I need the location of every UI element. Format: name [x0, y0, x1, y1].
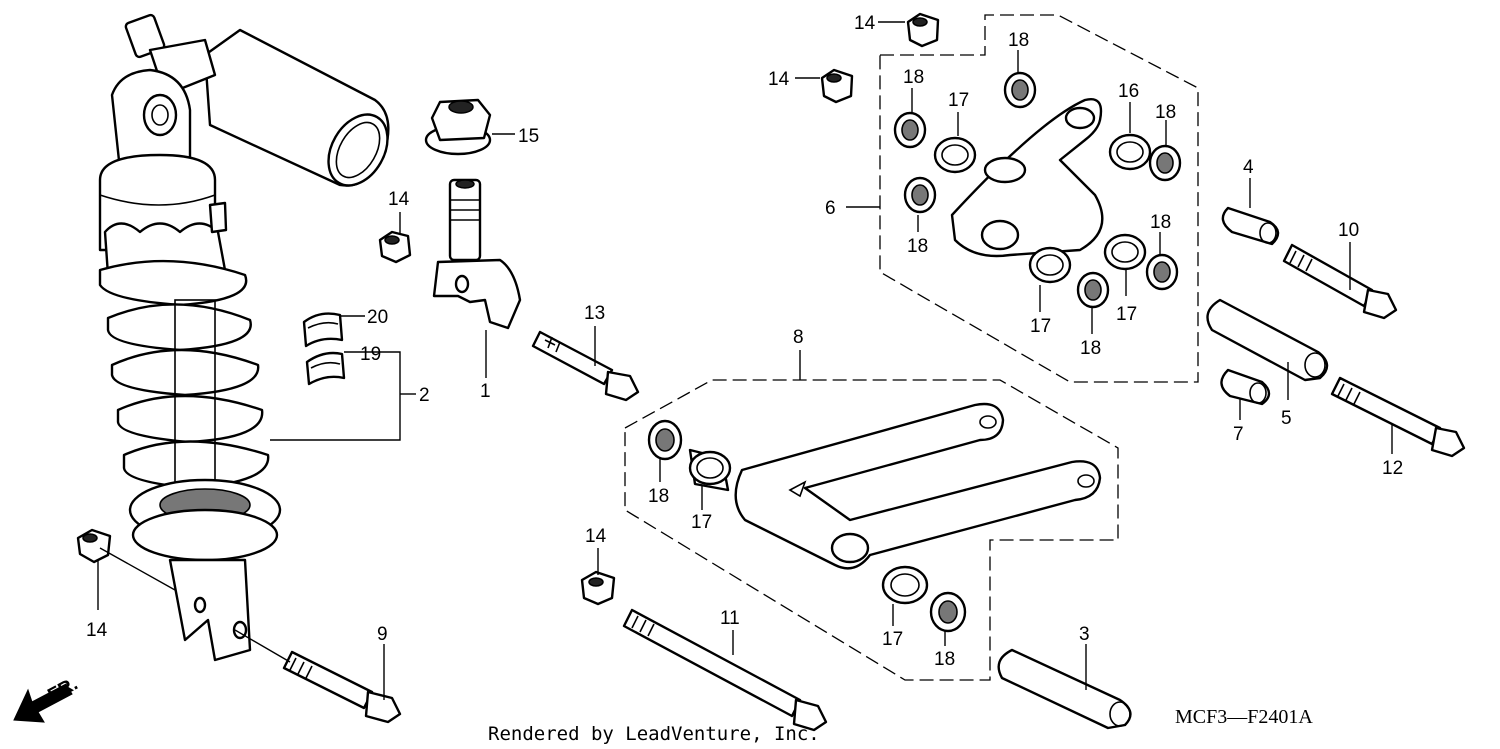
bolt-10[interactable]	[1282, 243, 1398, 320]
callout-14-left-lower: 14	[86, 620, 108, 641]
bolt-13[interactable]	[531, 330, 640, 402]
callout-18-upper-right: 18	[1155, 102, 1176, 123]
bearing-seal-18-b[interactable]	[929, 591, 967, 633]
collar-5[interactable]	[1206, 298, 1329, 382]
bearing-seal-18-h[interactable]	[1145, 253, 1179, 291]
callout-1: 1	[480, 381, 491, 402]
callout-16: 16	[1118, 81, 1139, 102]
callout-18-left: 18	[907, 236, 928, 257]
callout-6: 6	[825, 198, 836, 219]
cushion-arm-6[interactable]	[950, 98, 1104, 258]
callout-3: 3	[1079, 624, 1090, 645]
callout-12: 12	[1382, 458, 1403, 479]
connecting-rod-8[interactable]	[734, 402, 1102, 570]
callout-labels: 1 2 3 4 5 6 7 8 9 10 11 12 13 14 14 14 1…	[86, 13, 1403, 670]
callout-14-top: 14	[854, 13, 876, 34]
callout-20: 20	[367, 307, 388, 328]
callout-4: 4	[1243, 157, 1254, 178]
bearing-seal-18-g[interactable]	[1076, 271, 1110, 309]
callout-18-upper-left: 18	[903, 67, 924, 88]
callout-14-left-upper: 14	[388, 189, 410, 210]
needle-bearing-17-a[interactable]	[688, 448, 732, 492]
needle-bearing-17-b[interactable]	[881, 565, 929, 605]
nut-14-upper-middle[interactable]	[820, 68, 854, 104]
nut-14-top[interactable]	[906, 12, 940, 48]
nut-14-left-upper[interactable]	[378, 230, 412, 264]
callout-17-link-right: 17	[882, 629, 903, 650]
collar-4[interactable]	[1221, 206, 1280, 246]
callout-18-top: 18	[1008, 30, 1029, 51]
collar-19[interactable]	[305, 351, 346, 386]
collar-20[interactable]	[302, 312, 344, 348]
callout-11: 11	[720, 608, 740, 629]
leader-lines	[97, 21, 1393, 700]
collar-3[interactable]	[997, 648, 1132, 730]
callout-19: 19	[360, 344, 381, 365]
bearing-seal-18-d[interactable]	[893, 111, 927, 149]
callout-17-link-left: 17	[691, 512, 712, 533]
callout-13: 13	[584, 303, 605, 324]
bearing-seal-18-c[interactable]	[1003, 71, 1037, 109]
bolt-11[interactable]	[622, 608, 828, 732]
bearing-seal-18-e[interactable]	[903, 176, 937, 214]
assembly-8-outline	[624, 379, 1119, 681]
callout-18-right: 18	[1150, 212, 1171, 233]
callout-2: 2	[419, 385, 430, 406]
callout-17-upper: 17	[948, 90, 969, 111]
callout-15: 15	[518, 126, 539, 147]
callout-7: 7	[1233, 424, 1244, 445]
arrow-icon	[13, 683, 73, 723]
collar-7[interactable]	[1220, 368, 1271, 406]
needle-bearing-17-d[interactable]	[1028, 246, 1072, 284]
front-direction-arrow: FR.	[13, 674, 81, 723]
flange-nut-15[interactable]	[424, 98, 492, 156]
needle-bearing-17-c[interactable]	[933, 136, 977, 174]
needle-bearing-17-e[interactable]	[1103, 233, 1147, 271]
assembly-6-outline	[879, 14, 1199, 383]
callout-18-link-right: 18	[934, 649, 955, 670]
bearing-seal-18-f[interactable]	[1148, 144, 1182, 182]
render-credit: Rendered by LeadVenture, Inc.	[488, 723, 820, 745]
bolt-12[interactable]	[1330, 376, 1466, 458]
callout-14-upper-middle: 14	[768, 69, 790, 90]
bearing-seal-18-a[interactable]	[647, 419, 683, 461]
nut-14-left-lower[interactable]	[76, 528, 112, 564]
callout-17-lower-right: 17	[1116, 304, 1137, 325]
callout-18-link-left: 18	[648, 486, 669, 507]
upper-mount-1[interactable]	[432, 178, 522, 330]
callout-18-bottom: 18	[1080, 338, 1101, 359]
callout-9: 9	[377, 624, 388, 645]
shock-absorber[interactable]	[98, 13, 400, 662]
bolt-9[interactable]	[282, 650, 402, 724]
nut-14-lower-middle[interactable]	[580, 570, 616, 606]
diagram-code: MCF3—F2401A	[1175, 706, 1313, 728]
callout-14-lower-middle: 14	[585, 526, 607, 547]
callout-17-lower-left: 17	[1030, 316, 1051, 337]
needle-bearing-16[interactable]	[1108, 133, 1152, 171]
callout-5: 5	[1281, 408, 1292, 429]
callout-8: 8	[793, 327, 804, 348]
callout-10: 10	[1338, 220, 1359, 241]
